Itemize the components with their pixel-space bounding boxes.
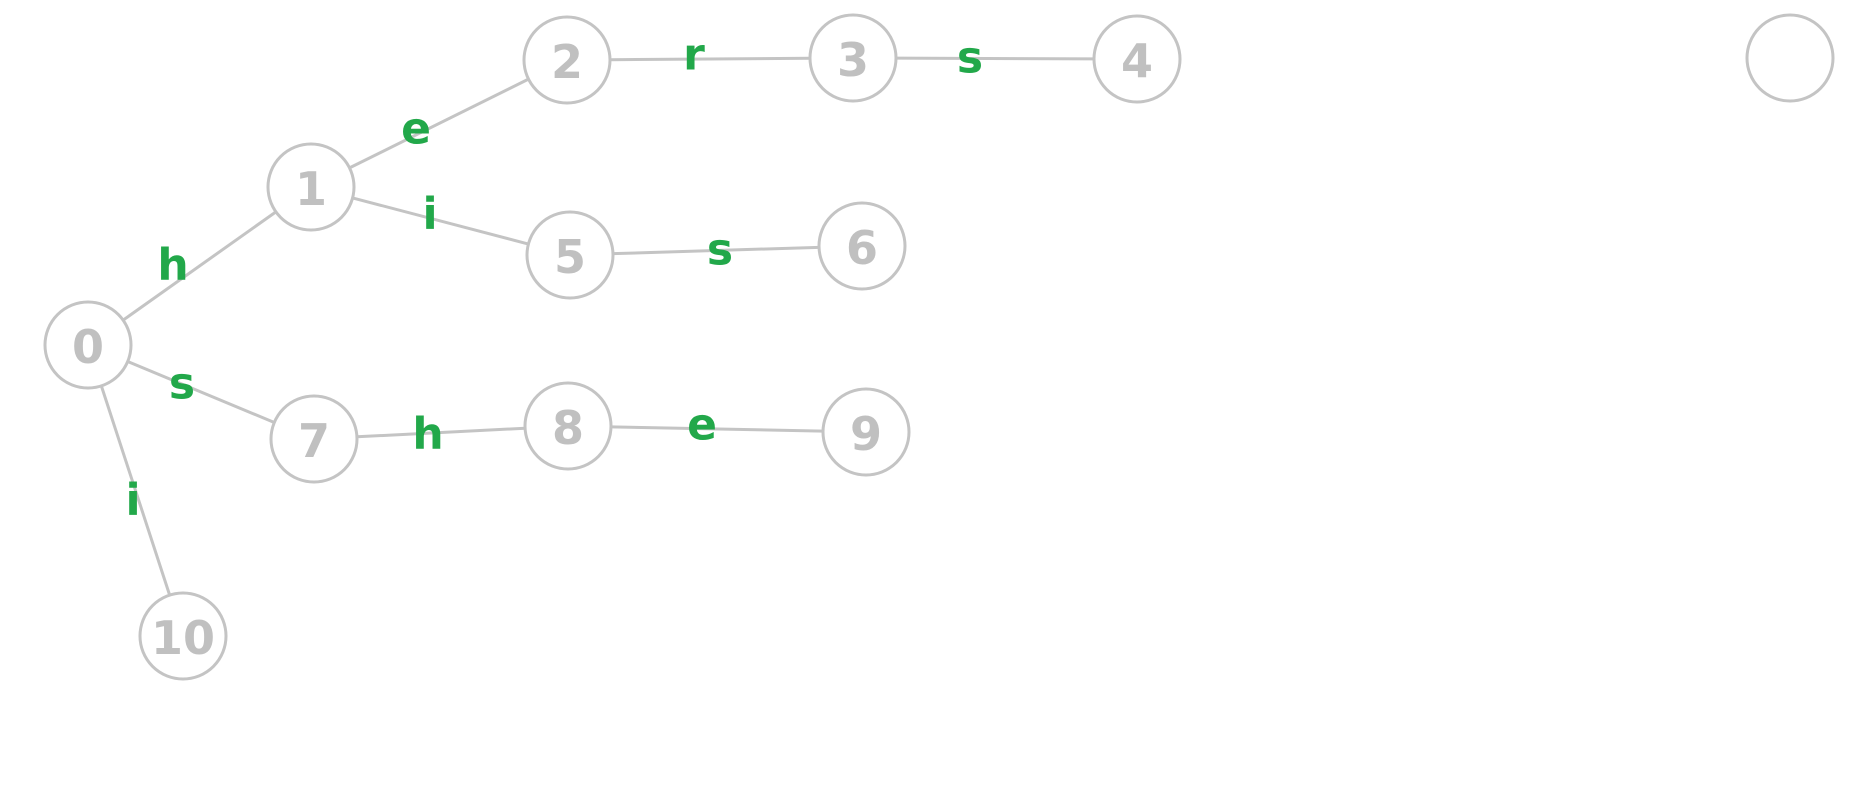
edge-label-n3-n4: s <box>957 33 983 84</box>
node-label: 4 <box>1121 34 1153 88</box>
trie-node-9: 9 <box>821 387 911 477</box>
edge-label-n0-n1: h <box>157 240 188 291</box>
trie-node-1: 1 <box>266 142 356 232</box>
edge-label-n0-n10: i <box>125 475 140 526</box>
node-circle <box>43 300 133 390</box>
edge-n8-n9 <box>610 425 824 433</box>
node-label: 5 <box>554 230 586 284</box>
edge-n0-n1 <box>122 210 277 322</box>
edge-n2-n3 <box>609 56 811 62</box>
edge-label-n5-n6: s <box>707 225 733 276</box>
nodes-layer: 0 1 2 3 4 5 6 7 8 9 10 <box>43 13 1835 681</box>
node-label: 1 <box>295 162 327 216</box>
node-label: 3 <box>837 33 869 87</box>
node-circle <box>821 387 911 477</box>
edge-label-n1-n5: i <box>422 189 437 240</box>
node-label: 7 <box>298 414 330 468</box>
edge-label-n1-n2: e <box>401 104 431 155</box>
node-label: 8 <box>552 401 584 455</box>
node-circle <box>1092 14 1182 104</box>
node-label: 10 <box>151 611 215 665</box>
node-circle <box>523 381 613 471</box>
trie-node-7: 7 <box>269 394 359 484</box>
node-label: 9 <box>850 407 882 461</box>
trie-node-0: 0 <box>43 300 133 390</box>
node-circle <box>1745 13 1835 103</box>
edge-n1-n2 <box>348 77 530 170</box>
node-circle <box>266 142 356 232</box>
edge-n0-n7 <box>127 360 275 424</box>
trie-node-10: 10 <box>138 591 228 681</box>
edge-label-n0-n7: s <box>169 359 195 410</box>
edge-n3-n4 <box>895 56 1095 61</box>
node-circle <box>808 13 898 103</box>
trie-node-4: 4 <box>1092 14 1182 104</box>
trie-node-8: 8 <box>523 381 613 471</box>
node-label: 0 <box>72 320 104 374</box>
edge-n5-n6 <box>612 245 820 256</box>
node-label: 2 <box>551 35 583 89</box>
trie-node-2: 2 <box>522 15 612 105</box>
edge-n1-n5 <box>352 196 529 246</box>
trie-node-empty <box>1745 13 1835 103</box>
node-circle <box>522 15 612 105</box>
node-label: 6 <box>846 221 878 275</box>
edge-label-n8-n9: e <box>687 400 717 451</box>
edge-label-n2-n3: r <box>683 30 705 81</box>
node-circle <box>138 591 228 681</box>
edge-n7-n8 <box>356 426 526 439</box>
edge-n0-n10 <box>99 385 172 596</box>
node-circle <box>269 394 359 484</box>
node-circle <box>525 210 615 300</box>
node-circle <box>817 201 907 291</box>
trie-node-6: 6 <box>817 201 907 291</box>
edge-label-n7-n8: h <box>412 409 443 460</box>
trie-node-3: 3 <box>808 13 898 103</box>
trie-node-5: 5 <box>525 210 615 300</box>
